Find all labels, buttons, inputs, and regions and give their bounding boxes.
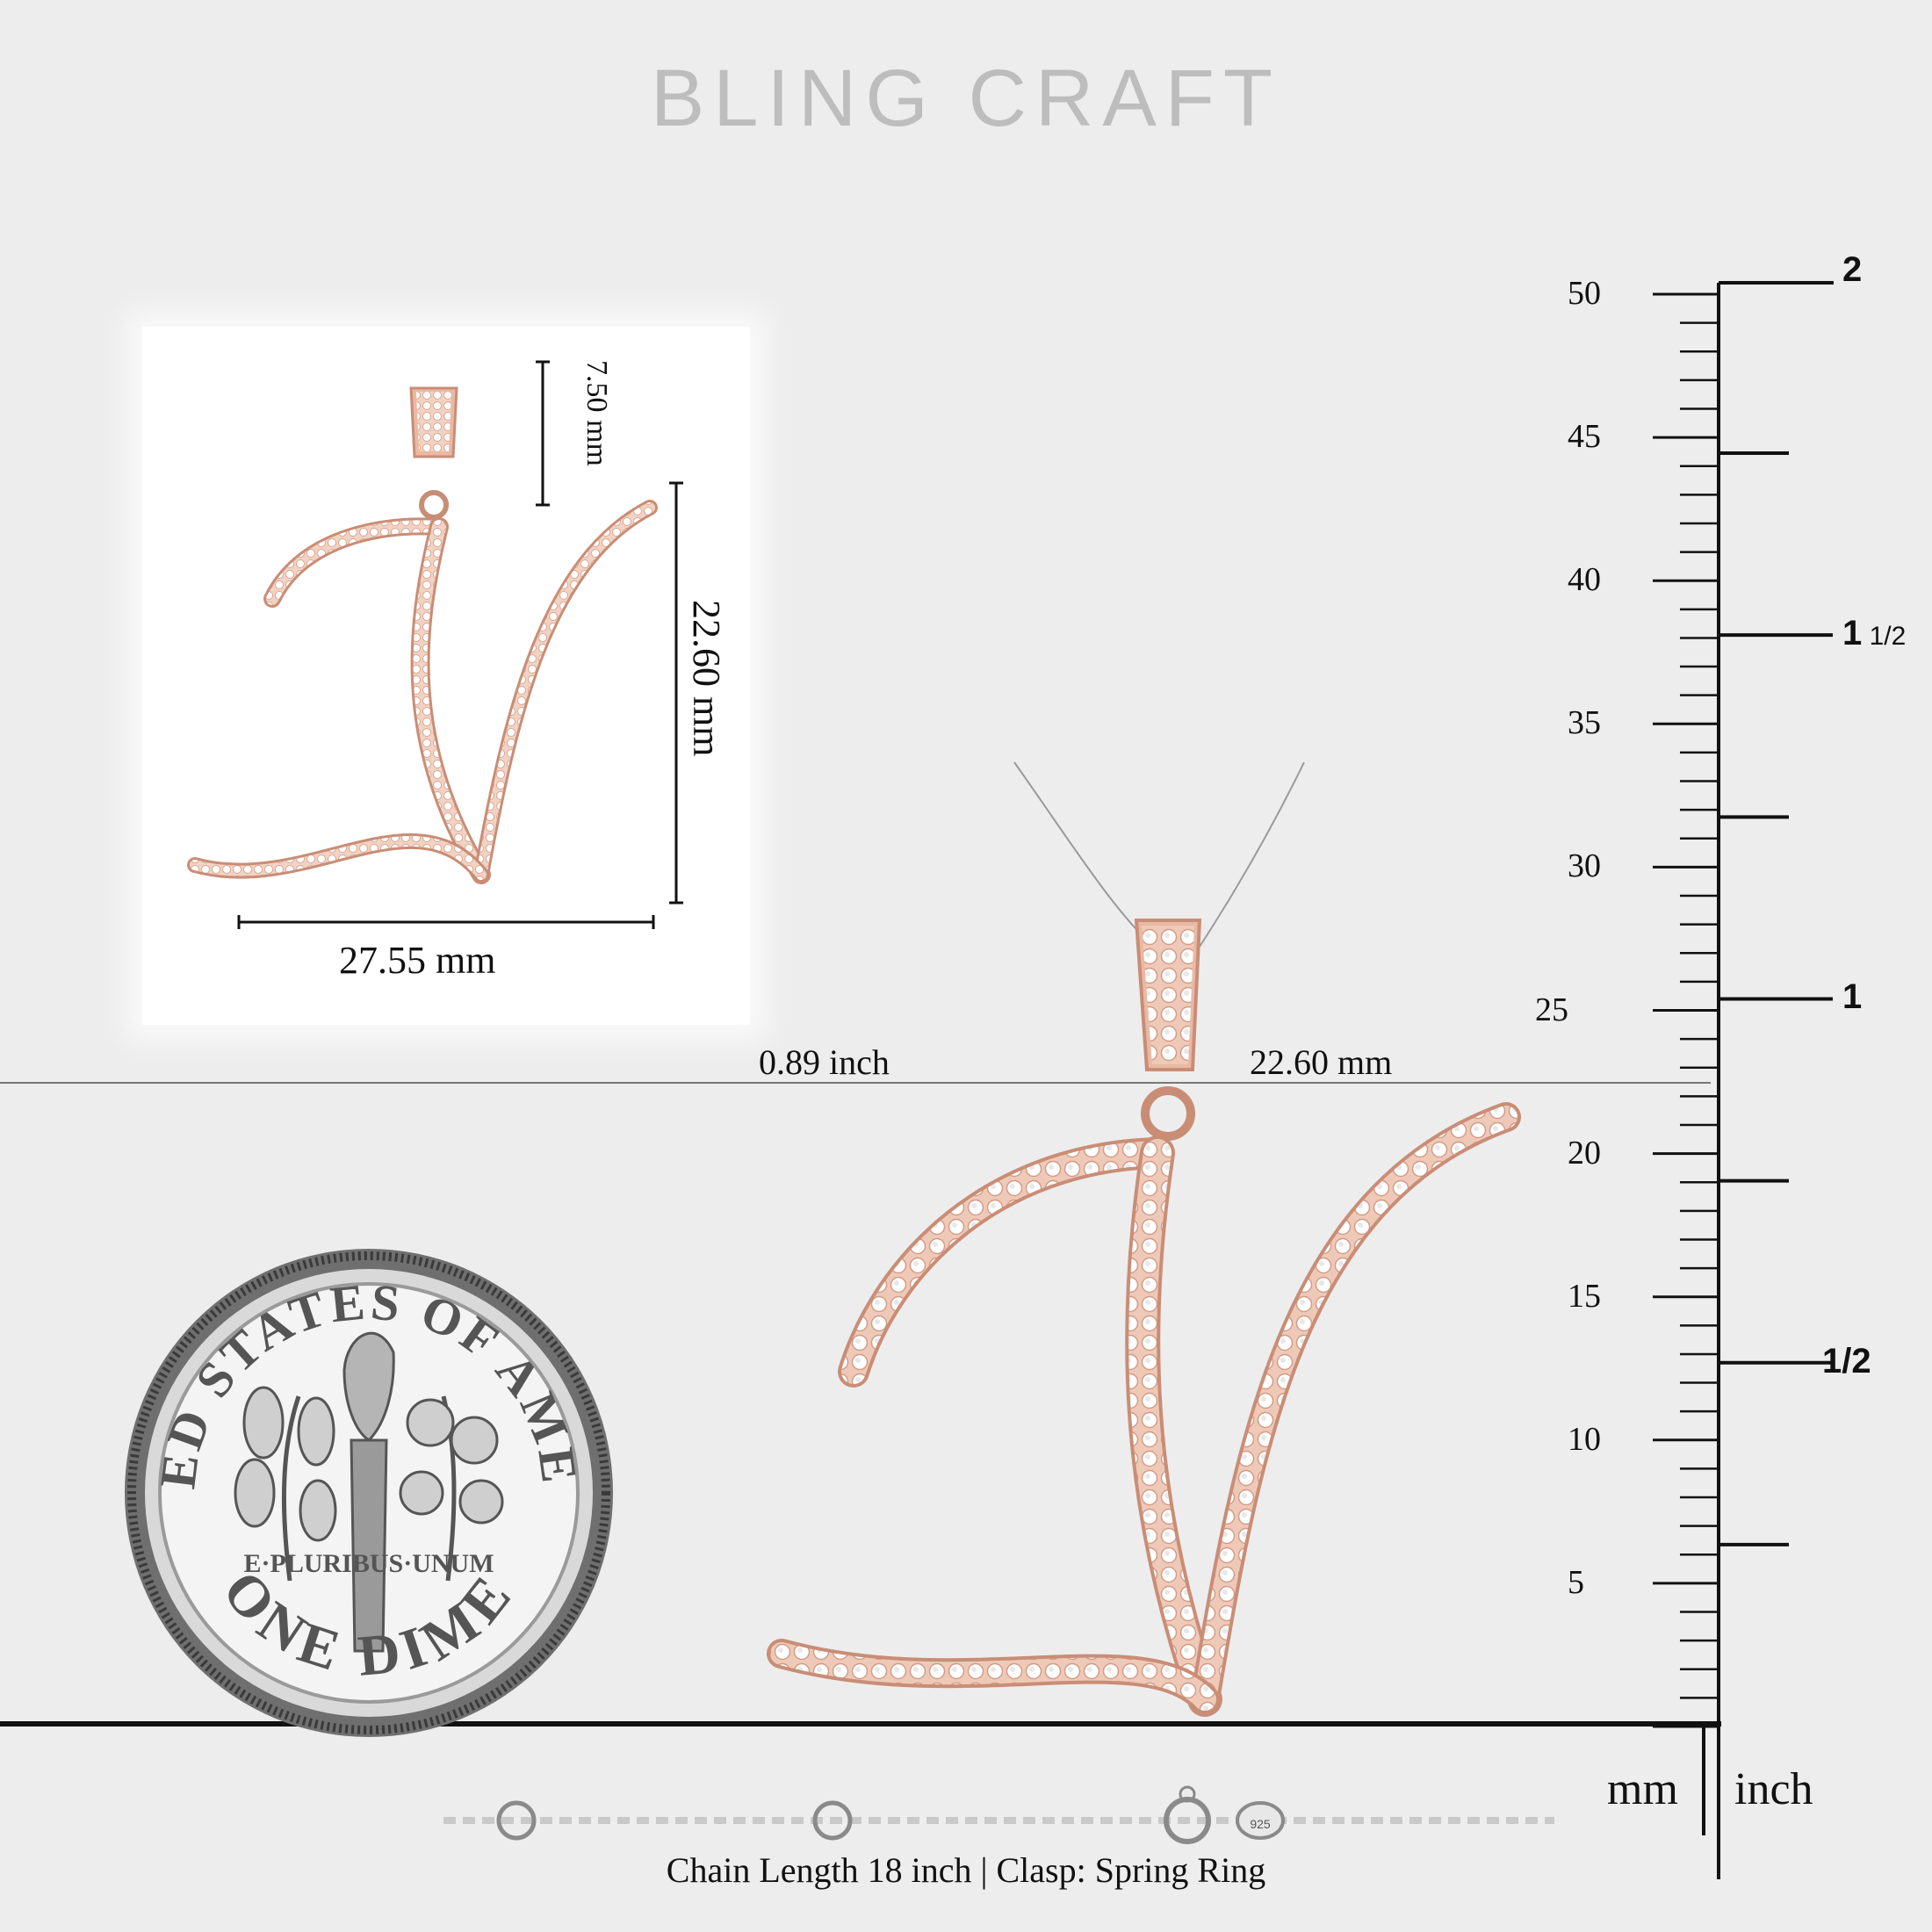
chain-strip [443, 1785, 1554, 1844]
ruler-inch-label: 1 [1842, 977, 1863, 1017]
ruler-mm-label: 20 [1568, 1134, 1601, 1171]
unit-inch-label: inch [1734, 1764, 1813, 1814]
ruler-mm-label: 45 [1568, 418, 1601, 456]
dime-coin [125, 1249, 613, 1737]
main-letter-n [767, 919, 1521, 1717]
ruler-mm-label: 50 [1568, 275, 1601, 312]
ruler-mm-label: 35 [1568, 704, 1601, 742]
ruler-mm-label: 40 [1568, 561, 1601, 599]
ruler-inch-fraction: 1/2 [1862, 622, 1907, 652]
brand-logo: BLING CRAFT [650, 54, 1282, 143]
svg-text:ONE DIME: ONE DIME [210, 1559, 527, 1689]
pendant-width-label: 27.55 mm [339, 939, 496, 982]
clasp-stamp: 925 [1250, 1817, 1271, 1831]
coin-top-text: UNITED STATES OF AMERICA [0, 0, 586, 1492]
inset-letter-n [187, 386, 658, 884]
chain-info-label: Chain Length 18 inch | Clasp: Spring Rin… [666, 1850, 1266, 1890]
coin-motto: E·PLURIBUS·UNUM [243, 1549, 494, 1578]
height-mm-label: 22.60 mm [1250, 1042, 1393, 1082]
ruler-mm-label: 5 [1568, 1563, 1584, 1601]
ruler-mm-label: 30 [1568, 847, 1601, 885]
ruler-inch-label: 1 1/2 [1842, 614, 1907, 653]
coin-bottom-text: ONE DIME [210, 1559, 520, 1689]
height-inch-label: 0.89 inch [759, 1042, 890, 1082]
ruler-mm-label: 10 [1568, 1420, 1601, 1458]
ruler-inch-label: 1/2 [1822, 1341, 1871, 1381]
ruler [1653, 281, 1834, 1879]
ruler-mm-label: 25 [1535, 991, 1568, 1028]
unit-mm-label: mm [1607, 1764, 1678, 1814]
svg-text:UNITED STATES OF AMERICA: UNITED STATES OF AMERICA [0, 0, 589, 1492]
ruler-inch-label: 2 [1842, 249, 1863, 289]
ruler-mm-label: 15 [1568, 1277, 1601, 1315]
